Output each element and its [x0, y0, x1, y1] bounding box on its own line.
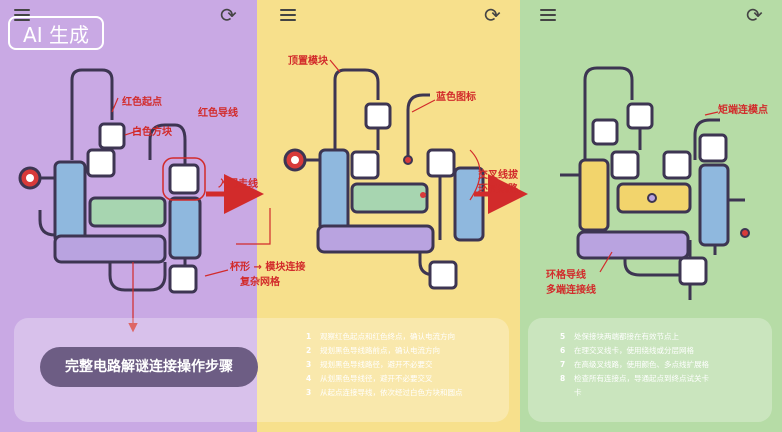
refresh-icon[interactable]: ⟳	[220, 3, 237, 27]
refresh-icon[interactable]: ⟳	[484, 3, 501, 27]
menu-icon[interactable]	[280, 9, 296, 21]
ai-generated-badge: AI 生成	[8, 16, 104, 50]
white-block[interactable]	[426, 148, 456, 178]
white-block[interactable]	[698, 133, 728, 163]
label-red-wire: 红色导线	[198, 108, 238, 119]
purple-block[interactable]	[53, 234, 167, 264]
label-ring-wire: 环格导线	[546, 270, 586, 281]
white-block[interactable]	[610, 150, 640, 180]
label-complex-grid: 复杂网格	[240, 277, 280, 288]
white-block[interactable]	[626, 102, 654, 130]
highlight-ring	[162, 157, 206, 201]
green-block[interactable]	[88, 196, 167, 228]
purple-block[interactable]	[316, 224, 435, 254]
steps-title-pill: 完整电路解谜连接操作步骤	[40, 347, 258, 387]
label-cross-wire-1: 交叉线拔	[478, 170, 518, 181]
label-cross-wire-2: 环叉线路	[478, 184, 518, 195]
white-block[interactable]	[678, 256, 708, 286]
purple-block[interactable]	[576, 230, 690, 260]
menu-icon[interactable]	[14, 9, 30, 21]
yellow-block[interactable]	[578, 158, 610, 232]
label-blue-icon: 蓝色图标	[436, 92, 476, 103]
white-block[interactable]	[168, 163, 200, 195]
white-block[interactable]	[662, 150, 692, 180]
label-top-module: 顶置模块	[288, 56, 328, 67]
refresh-icon[interactable]: ⟳	[746, 3, 763, 27]
label-multi-end: 多端连接线	[546, 285, 596, 296]
blue-block[interactable]	[453, 166, 485, 242]
menu-icon[interactable]	[540, 9, 556, 21]
label-end-node: 矩端连模点	[718, 105, 768, 116]
green-block[interactable]	[350, 182, 429, 214]
white-block[interactable]	[86, 148, 116, 178]
white-block[interactable]	[168, 264, 198, 294]
white-block[interactable]	[428, 260, 458, 290]
blue-block[interactable]	[53, 160, 87, 244]
label-loop-link: 杯形 → 模块连接	[230, 262, 306, 273]
label-red-start: 红色起点	[122, 97, 162, 108]
white-block[interactable]	[591, 118, 619, 146]
panel-advanced	[520, 0, 782, 432]
label-beginner: 入门走线	[218, 179, 258, 190]
blue-block[interactable]	[318, 148, 350, 232]
blue-block[interactable]	[168, 196, 202, 260]
white-block[interactable]	[350, 150, 380, 180]
step-item: 卡	[574, 388, 582, 397]
circuit-panel-1	[35, 68, 187, 292]
blue-icon-node[interactable]	[403, 155, 413, 165]
label-white-block: 白色方块	[132, 127, 172, 138]
blue-block[interactable]	[698, 163, 730, 247]
white-block[interactable]	[98, 122, 126, 150]
steps-card-right	[528, 318, 772, 422]
white-block[interactable]	[364, 102, 392, 130]
